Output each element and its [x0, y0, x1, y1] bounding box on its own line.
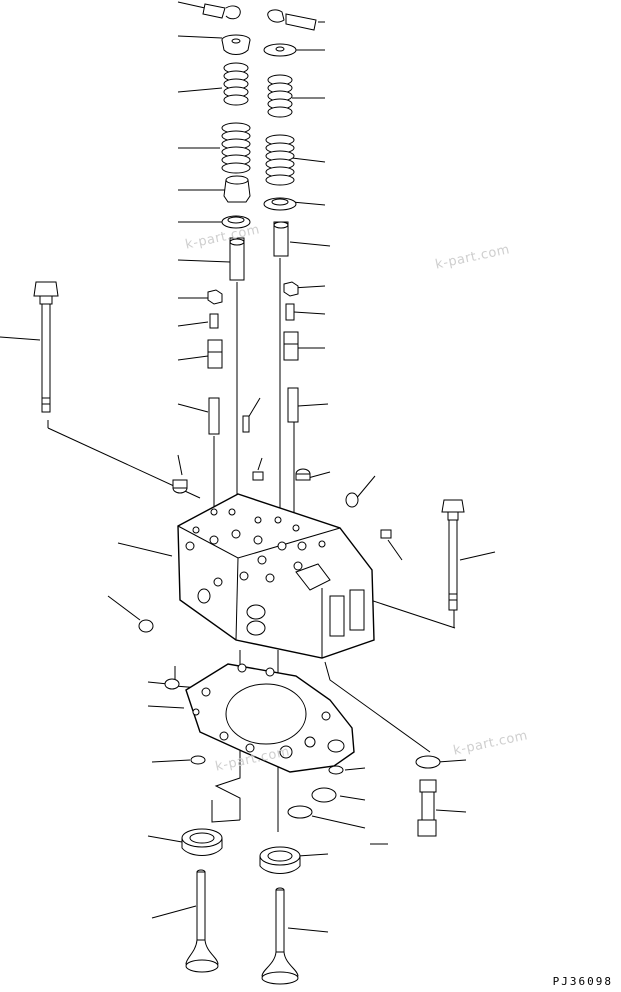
valve-collet-left — [202, 3, 241, 20]
plug-center — [252, 471, 264, 481]
intake-valve — [185, 869, 219, 973]
inner-valve-spring-left — [221, 122, 251, 174]
inner-valve-spring-right — [265, 134, 295, 186]
nut-right — [283, 281, 299, 297]
valve-spring-retainer-right — [263, 43, 297, 57]
valve-seat-insert-right — [259, 846, 301, 874]
valve-seat-insert-left — [181, 828, 223, 856]
adjusting-screw-left — [207, 339, 223, 369]
o-ring-4 — [311, 787, 337, 803]
valve-guide-left — [229, 237, 245, 281]
o-ring-1 — [164, 678, 180, 690]
o-ring-5 — [287, 805, 313, 819]
sealing-plug — [415, 755, 441, 769]
plug-right — [345, 492, 359, 508]
drawing-code: PJ36098 — [552, 975, 613, 988]
valve-guide-right — [273, 221, 289, 257]
o-ring-2 — [190, 755, 206, 765]
head-bolt-right — [441, 499, 465, 611]
plug-left — [172, 479, 188, 494]
stud-right — [285, 303, 295, 321]
cylinder-head-gasket — [185, 663, 355, 773]
valve-collet-right — [267, 9, 317, 31]
dowel-pin-center — [242, 415, 250, 433]
valve-spring-retainer-left — [221, 34, 251, 55]
valve-seat-washer-left — [221, 215, 251, 229]
valve-rotator-right — [263, 197, 297, 211]
stud-left — [209, 313, 219, 329]
valve-rotator-left — [223, 175, 251, 203]
head-bolt-left — [33, 281, 59, 413]
plug-lower-left — [138, 619, 154, 633]
push-rod-sleeve-right — [287, 387, 299, 423]
outer-valve-spring-right — [267, 74, 293, 118]
adjusting-screw-right — [283, 331, 299, 361]
exhaust-valve — [261, 887, 299, 985]
small-plug-right — [380, 529, 392, 539]
expansion-plug — [295, 468, 311, 481]
o-ring-3 — [328, 765, 344, 775]
nozzle-holder-sleeve — [417, 779, 437, 837]
push-rod-sleeve-left — [208, 397, 220, 435]
leader-lines — [0, 1, 496, 933]
outer-valve-spring-left — [223, 62, 249, 106]
nut-left — [207, 289, 223, 305]
cylinder-head — [177, 493, 375, 659]
